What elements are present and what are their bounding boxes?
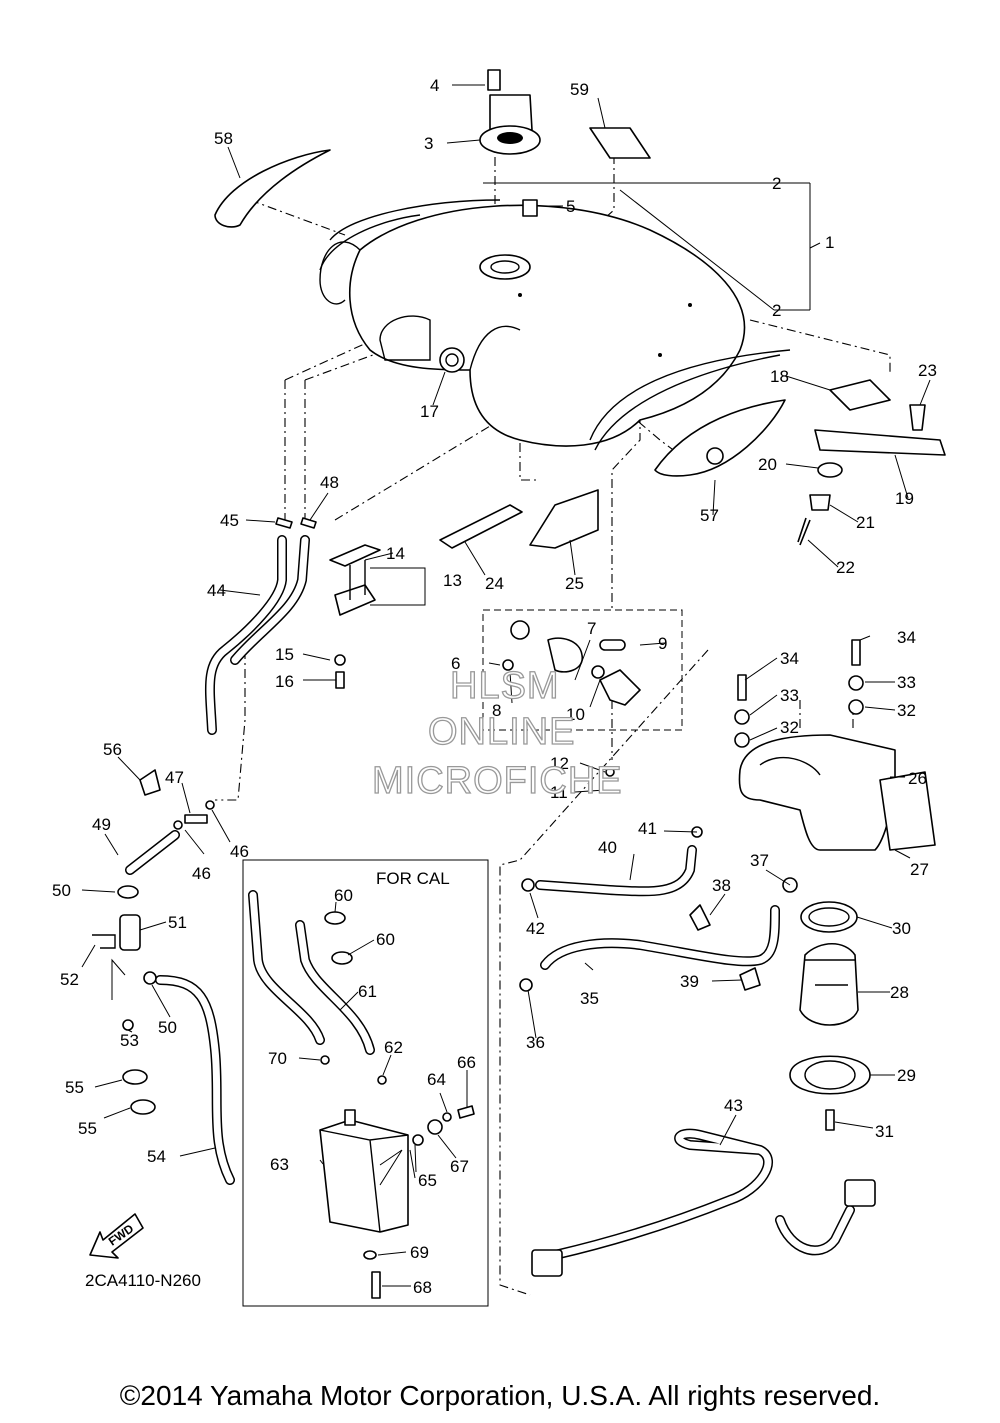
fuel-tank: [319, 204, 746, 447]
callout-41: 41: [638, 819, 657, 838]
callout-21: 21: [856, 513, 875, 532]
callout-24: 24: [485, 574, 504, 593]
callout-60: 60: [334, 886, 353, 905]
callout-66: 66: [457, 1053, 476, 1072]
callout-61: 61: [358, 982, 377, 1001]
callout-15: 15: [275, 645, 294, 664]
callout-68: 68: [413, 1278, 432, 1297]
tank-mounting-parts: [439, 347, 946, 549]
callout-20: 20: [758, 455, 777, 474]
callout-4: 4: [430, 76, 439, 95]
callout-55: 55: [65, 1078, 84, 1097]
callout-60: 60: [376, 930, 395, 949]
callout-35: 35: [580, 989, 599, 1008]
callout-45: 45: [220, 511, 239, 530]
callout-34: 34: [780, 649, 799, 668]
callout-32: 32: [780, 718, 799, 737]
callout-27: 27: [910, 860, 929, 879]
watermark-line-1: HLSM: [450, 665, 560, 707]
callout-9: 9: [658, 634, 667, 653]
callout-3: 3: [424, 134, 433, 153]
callout-59: 59: [570, 80, 589, 99]
callout-42: 42: [526, 919, 545, 938]
callout-16: 16: [275, 672, 294, 691]
leader-lines: [81, 84, 931, 1287]
callout-34: 34: [897, 628, 916, 647]
callout-12: 12: [550, 754, 569, 773]
watermark-line-3: MICROFICHE: [372, 760, 623, 802]
callout-28: 28: [890, 983, 909, 1002]
callout-47: 47: [165, 768, 184, 787]
callout-69: 69: [410, 1243, 429, 1262]
callout-23: 23: [918, 361, 937, 380]
watermark-line-2: ONLINE: [428, 711, 575, 753]
callout-33: 33: [780, 686, 799, 705]
callout-36: 36: [526, 1033, 545, 1052]
callout-30: 30: [892, 919, 911, 938]
callout-62: 62: [384, 1038, 403, 1057]
diagram-code: 2CA4110-N260: [85, 1271, 201, 1290]
callout-7: 7: [587, 619, 596, 638]
callout-48: 48: [320, 473, 339, 492]
left-hoses: [92, 517, 381, 1185]
callout-17: 17: [420, 402, 439, 421]
callout-25: 25: [565, 574, 584, 593]
callout-39: 39: [680, 972, 699, 991]
callout-70: 70: [268, 1049, 287, 1068]
callout-63: 63: [270, 1155, 289, 1174]
inset-title: FOR CAL: [376, 869, 450, 888]
callout-49: 49: [92, 815, 111, 834]
callout-31: 31: [875, 1122, 894, 1141]
fwd-arrow-icon: FWD: [89, 1213, 144, 1259]
callout-50: 50: [52, 881, 71, 900]
callout-2: 2: [772, 301, 781, 320]
callout-2: 2: [772, 174, 781, 193]
tank-emblems: [214, 149, 791, 477]
callout-13: 13: [443, 571, 462, 590]
copyright-notice: ©2014 Yamaha Motor Corporation, U.S.A. A…: [119, 1380, 881, 1411]
callout-26: 26: [908, 769, 927, 788]
callout-44: 44: [207, 581, 226, 600]
callout-19: 19: [895, 489, 914, 508]
callout-57: 57: [700, 506, 719, 525]
callout-67: 67: [450, 1157, 469, 1176]
fuel-cock: [502, 620, 641, 777]
callout-labels: 1 2 2 3 4 5 6 7 8 9 10 11 12 13 14 15 16…: [52, 76, 937, 1297]
callout-58: 58: [214, 129, 233, 148]
callout-54: 54: [147, 1147, 166, 1166]
callout-52: 52: [60, 970, 79, 989]
callout-40: 40: [598, 838, 617, 857]
callout-64: 64: [427, 1070, 446, 1089]
callout-33: 33: [897, 673, 916, 692]
callout-5: 5: [566, 197, 575, 216]
callout-43: 43: [724, 1096, 743, 1115]
callout-55: 55: [78, 1119, 97, 1138]
callout-1: 1: [825, 233, 834, 252]
callout-18: 18: [770, 367, 789, 386]
callout-37: 37: [750, 851, 769, 870]
callout-14: 14: [386, 544, 405, 563]
cal-inset-parts: [248, 890, 475, 1299]
callout-10: 10: [566, 705, 585, 724]
callout-11: 11: [550, 783, 568, 802]
callout-65: 65: [418, 1171, 437, 1190]
watermark: HLSM ONLINE MICROFICHE: [371, 664, 623, 802]
callout-46: 46: [230, 842, 249, 861]
callout-32: 32: [897, 701, 916, 720]
callout-29: 29: [897, 1066, 916, 1085]
callout-51: 51: [168, 913, 187, 932]
fuel-pump-assembly: [734, 639, 936, 1131]
callout-46: 46: [192, 864, 211, 883]
callout-38: 38: [712, 876, 731, 895]
fuel-cap: [479, 69, 651, 217]
callout-53: 53: [120, 1031, 139, 1050]
callout-22: 22: [836, 558, 855, 577]
callout-56: 56: [103, 740, 122, 759]
callout-6: 6: [451, 654, 460, 673]
fuel-lines: [519, 826, 876, 1277]
callout-8: 8: [492, 701, 501, 720]
callout-50: 50: [158, 1018, 177, 1037]
